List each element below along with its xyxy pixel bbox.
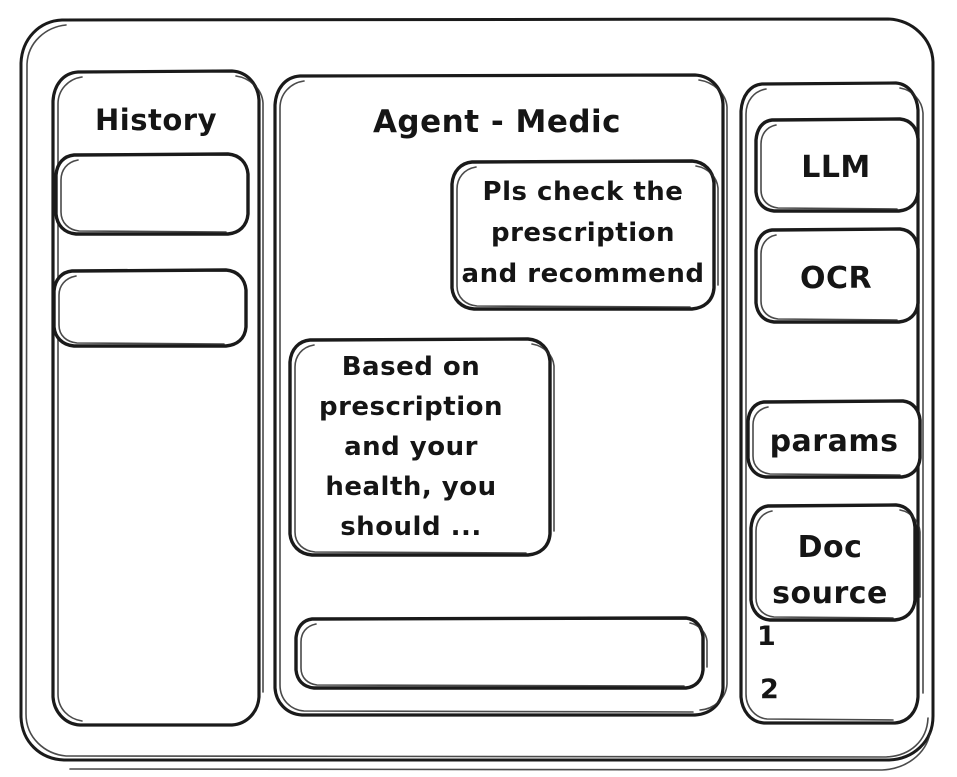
- sidebar-left: History: [51, 69, 264, 727]
- main-panel-title: Agent - Medic: [373, 104, 621, 140]
- message-bubble-user-line-1: Pls check the: [483, 177, 684, 207]
- tool-chip-params-label: params: [770, 424, 899, 459]
- message-bubble-user: Pls check the prescription and recommend: [450, 159, 719, 311]
- message-bubble-user-line-3: and recommend: [462, 259, 705, 289]
- sidebar-left-title: History: [95, 103, 217, 137]
- history-item-1[interactable]: [54, 152, 250, 236]
- main-panel: Agent - Medic Pls check the prescription…: [273, 73, 728, 717]
- doc-source-item-2[interactable]: 2: [760, 674, 779, 705]
- sidebar-right: LLM OCR params Doc source 1 2: [739, 81, 924, 725]
- doc-source-line-2: source: [772, 576, 888, 611]
- message-bubble-assistant-line-5: should ...: [340, 512, 482, 542]
- message-bubble-assistant-line-4: health, you: [325, 472, 496, 502]
- doc-source-line-1: Doc: [798, 530, 863, 565]
- doc-source-card[interactable]: Doc source: [749, 503, 921, 622]
- tool-chip-llm-label: LLM: [801, 150, 871, 185]
- message-bubble-user-line-2: prescription: [491, 218, 675, 248]
- tool-chip-ocr[interactable]: OCR: [754, 227, 920, 324]
- history-item-2[interactable]: [52, 268, 248, 348]
- tool-chip-llm[interactable]: LLM: [754, 117, 920, 213]
- tool-chip-params[interactable]: params: [746, 399, 922, 479]
- doc-source-item-1[interactable]: 1: [757, 621, 776, 652]
- message-bubble-assistant: Based on prescription and your health, y…: [288, 337, 555, 557]
- message-bubble-assistant-line-3: and your: [344, 432, 478, 462]
- composer-input[interactable]: [294, 616, 708, 690]
- tool-chip-ocr-label: OCR: [800, 261, 872, 296]
- message-bubble-assistant-line-1: Based on: [342, 352, 481, 382]
- message-bubble-assistant-line-2: prescription: [319, 392, 503, 422]
